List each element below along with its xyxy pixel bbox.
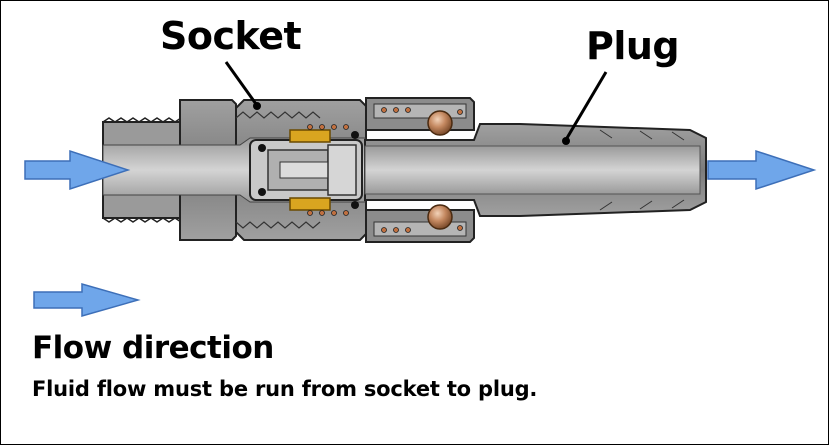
locking-ball-top xyxy=(427,110,453,136)
socket-label: Socket xyxy=(160,14,302,58)
legend-note: Fluid flow must be run from socket to pl… xyxy=(32,377,538,401)
legend-title: Flow direction xyxy=(32,330,274,366)
socket-valve xyxy=(249,129,363,211)
socket-leader-line xyxy=(224,61,258,105)
inlet-arrow xyxy=(24,149,131,191)
plug-label: Plug xyxy=(586,24,680,68)
plug-leader-dot xyxy=(562,137,570,145)
plug-leader-line xyxy=(565,71,608,139)
legend-arrow xyxy=(33,283,141,317)
valve-springs xyxy=(307,107,463,233)
outlet-arrow xyxy=(707,149,817,191)
plug-body xyxy=(364,123,707,217)
locking-ball-bottom xyxy=(427,204,453,230)
socket-leader-dot xyxy=(253,102,261,110)
